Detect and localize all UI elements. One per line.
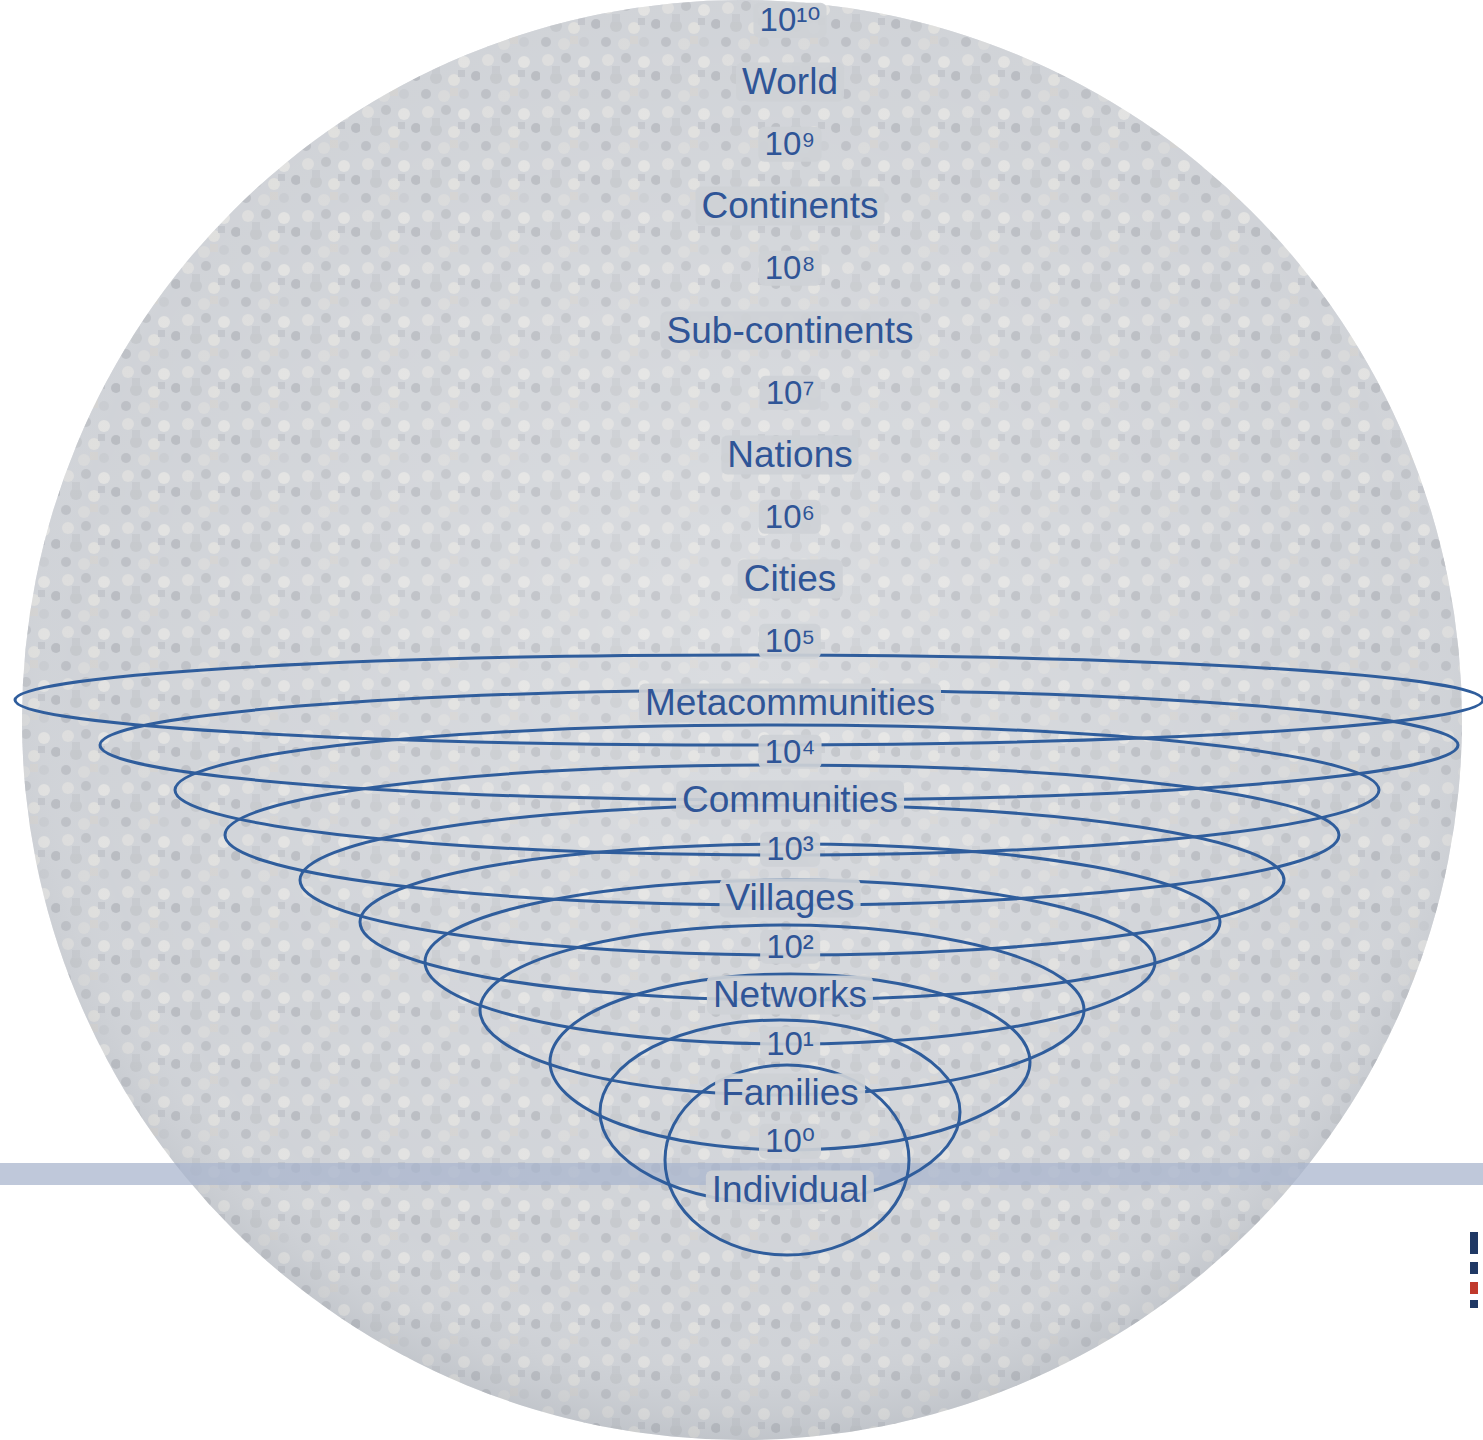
scale-name: Networks: [707, 976, 873, 1015]
scale-number: 10⁷: [760, 375, 821, 410]
scale-number: 10²: [760, 929, 820, 964]
scale-name: Individual: [706, 1171, 874, 1210]
scale-number: 10⁴: [759, 734, 822, 769]
scale-number: 10⁵: [759, 624, 821, 659]
scale-number: 10⁹: [759, 127, 822, 162]
scale-name: World: [736, 63, 844, 102]
scale-number: 10⁰: [759, 1124, 821, 1159]
scale-name: Families: [715, 1073, 865, 1112]
scale-name: Villages: [720, 878, 861, 917]
scale-name: Metacommunities: [639, 684, 941, 723]
scale-name: Sub-continents: [661, 311, 920, 350]
scale-number: 10⁶: [759, 499, 821, 534]
scale-name: Communities: [676, 781, 904, 820]
scale-number: 10¹⁰: [754, 3, 827, 38]
scale-name: Nations: [721, 435, 858, 474]
scale-number: 10³: [760, 832, 820, 867]
scale-number: 10¹: [760, 1027, 820, 1062]
scale-name: Continents: [696, 187, 885, 226]
scale-number: 10⁸: [759, 251, 822, 286]
scale-name: Cities: [738, 559, 843, 598]
